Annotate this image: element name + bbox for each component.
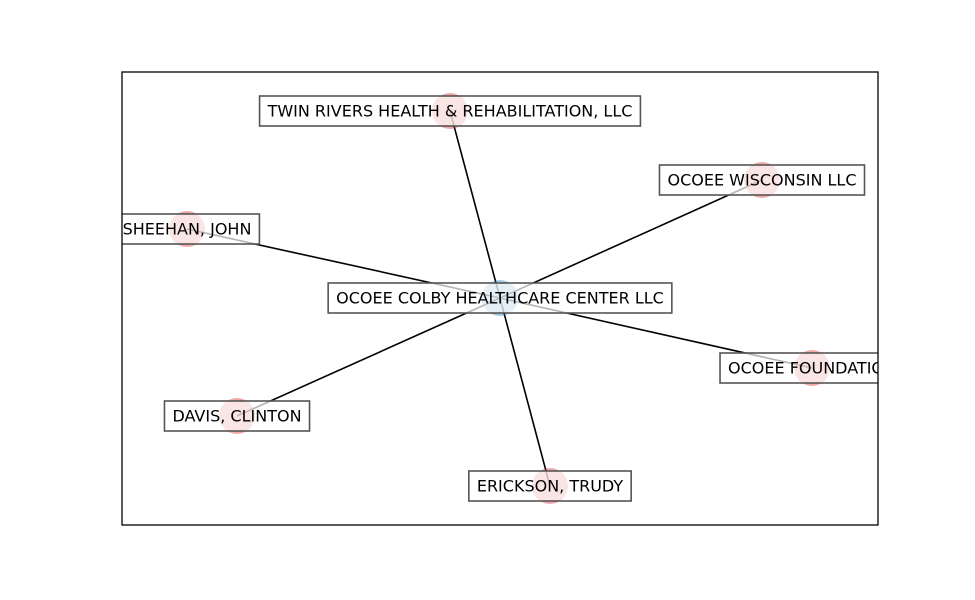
label-ocoee-colby-healthcare: OCOEE COLBY HEALTHCARE CENTER LLC — [327, 282, 673, 314]
edge-ocoee-wisconsin — [499, 179, 763, 299]
label-ocoee-foundation: OCOEE FOUNDATION — [719, 352, 896, 384]
labels-layer: OCOEE COLBY HEALTHCARE CENTER LLC TWIN R… — [122, 95, 896, 502]
label-davis-clinton: DAVIS, CLINTON — [163, 400, 311, 432]
label-box — [258, 95, 642, 127]
edge-erickson-trudy — [499, 297, 551, 487]
label-erickson-trudy: ERICKSON, TRUDY — [468, 470, 632, 502]
node-label-text: ERICKSON, TRUDY — [477, 477, 624, 496]
node-label-text: DAVIS, CLINTON — [172, 407, 301, 426]
label-ocoee-wisconsin: OCOEE WISCONSIN LLC — [658, 164, 866, 196]
label-box — [719, 352, 878, 384]
edge-davis-clinton — [236, 297, 501, 417]
label-sheehan-john: SHEEHAN, JOHN — [122, 213, 261, 245]
label-box — [122, 213, 261, 245]
label-box — [163, 400, 311, 432]
node-label-text: OCOEE FOUNDATION — [728, 359, 896, 378]
label-box — [327, 282, 673, 314]
plot-frame — [121, 71, 879, 526]
node-label-text: OCOEE COLBY HEALTHCARE CENTER LLC — [336, 289, 664, 308]
node-label-text: SHEEHAN, JOHN — [123, 220, 252, 239]
edge-twin-rivers — [449, 110, 501, 299]
label-box — [658, 164, 866, 196]
node-label-text: TWIN RIVERS HEALTH & REHABILITATION, LLC — [267, 102, 633, 121]
label-twin-rivers: TWIN RIVERS HEALTH & REHABILITATION, LLC — [258, 95, 642, 127]
node-label-text: OCOEE WISCONSIN LLC — [667, 171, 856, 190]
label-box — [468, 470, 632, 502]
